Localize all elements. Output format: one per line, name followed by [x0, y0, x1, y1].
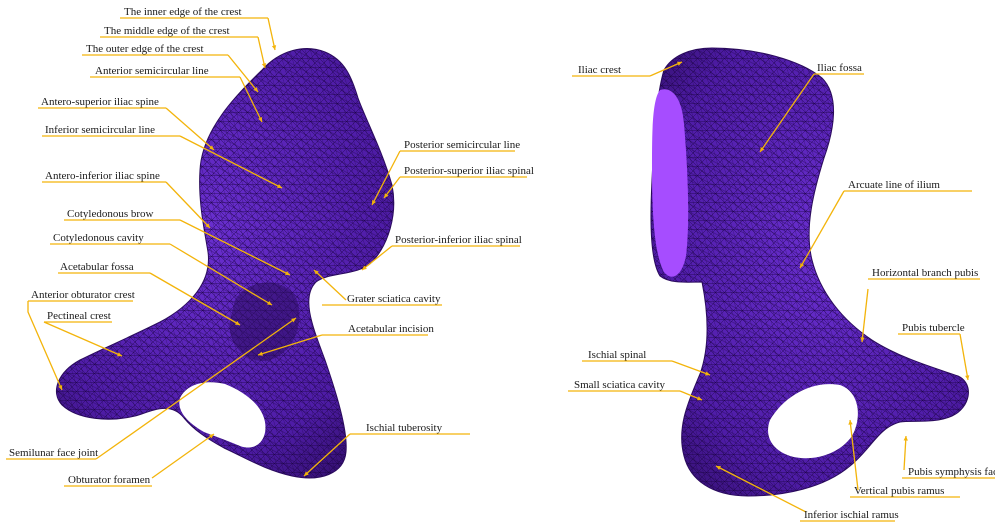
leader-arrow-pubis-symphysis-face — [904, 436, 908, 441]
leader-line-the-outer-edge-of-the-crest — [228, 55, 258, 92]
label-ischial-tuberosity: Ischial tuberosity — [366, 422, 443, 434]
label-pubis-tubercle: Pubis tubercle — [902, 322, 965, 334]
label-the-middle-edge-of-the-crest: The middle edge of the crest — [104, 25, 230, 37]
label-posterior-superior-iliac-spinal: Posterior-superior iliac spinal — [404, 165, 534, 177]
label-inferior-ischial-ramus: Inferior ischial ramus — [804, 509, 899, 521]
label-anterior-semicircular-line: Anterior semicircular line — [95, 65, 209, 77]
leader-line-antero-superior-iliac-spine — [166, 108, 214, 150]
label-cotyledonous-cavity: Cotyledonous cavity — [53, 232, 144, 244]
leader-line-horizontal-branch-pubis — [862, 289, 868, 342]
leader-line-pectineal-crest — [44, 322, 122, 356]
leader-arrow-the-inner-edge-of-the-crest — [272, 45, 276, 50]
label-obturator-foramen: Obturator foramen — [68, 474, 151, 486]
label-posterior-semicircular-line: Posterior semicircular line — [404, 139, 520, 151]
label-pubis-symphysis-face: Pubis symphysis face — [908, 466, 995, 478]
label-pectineal-crest: Pectineal crest — [47, 310, 111, 322]
label-posterior-inferior-iliac-spinal: Posterior-inferior iliac spinal — [395, 234, 522, 246]
leader-line-pubis-symphysis-face — [904, 436, 906, 470]
label-cotyledonous-brow: Cotyledonous brow — [67, 208, 154, 220]
label-iliac-crest: Iliac crest — [578, 64, 621, 76]
label-arcuate-line-of-ilium: Arcuate line of ilium — [848, 179, 940, 191]
label-vertical-pubis-ramus: Vertical pubis ramus — [854, 485, 944, 497]
label-the-inner-edge-of-the-crest: The inner edge of the crest — [124, 6, 242, 18]
label-semilunar-face-joint: Semilunar face joint — [9, 447, 98, 459]
label-iliac-fossa: Iliac fossa — [817, 62, 862, 74]
leader-line-pubis-tubercle — [960, 334, 968, 380]
label-grater-sciatica-cavity: Grater sciatica cavity — [347, 293, 441, 305]
label-small-sciatica-cavity: Small sciatica cavity — [574, 379, 666, 391]
label-anterior-obturator-crest: Anterior obturator crest — [31, 289, 135, 301]
leader-line-the-inner-edge-of-the-crest — [268, 18, 275, 50]
label-antero-superior-iliac-spine: Antero-superior iliac spine — [41, 96, 159, 108]
label-horizontal-branch-pubis: Horizontal branch pubis — [872, 267, 978, 279]
label-acetabular-fossa: Acetabular fossa — [60, 261, 134, 273]
label-inferior-semicircular-line: Inferior semicircular line — [45, 124, 155, 136]
label-antero-inferior-iliac-spine: Antero-inferior iliac spine — [45, 170, 160, 182]
leader-line-the-middle-edge-of-the-crest — [258, 37, 265, 68]
label-acetabular-incision: Acetabular incision — [348, 323, 434, 335]
label-ischial-spinal: Ischial spinal — [588, 349, 646, 361]
label-the-outer-edge-of-the-crest: The outer edge of the crest — [86, 43, 204, 55]
iliac-cut-surface — [652, 89, 688, 277]
leader-line-obturator-foramen — [152, 434, 214, 478]
